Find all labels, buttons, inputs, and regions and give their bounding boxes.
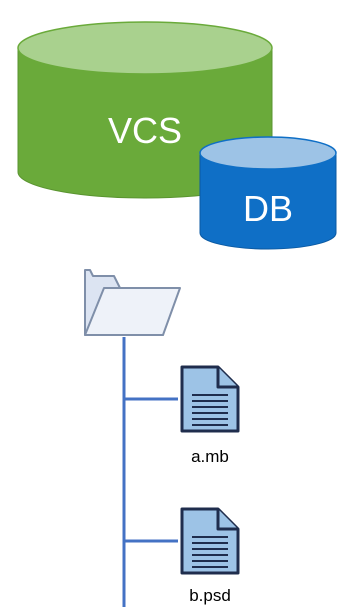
tree-lines bbox=[122, 337, 178, 607]
file-item: b.psd bbox=[180, 507, 240, 605]
document-icon bbox=[180, 365, 240, 433]
db-label: DB bbox=[243, 188, 293, 229]
document-icon bbox=[180, 507, 240, 575]
vcs-label: VCS bbox=[108, 110, 182, 151]
file-item: a.mb bbox=[180, 365, 240, 466]
file-label: a.mb bbox=[191, 447, 229, 466]
folder-icon bbox=[84, 269, 181, 336]
file-label: b.psd bbox=[189, 586, 231, 605]
db-cylinder: DB bbox=[199, 136, 337, 250]
